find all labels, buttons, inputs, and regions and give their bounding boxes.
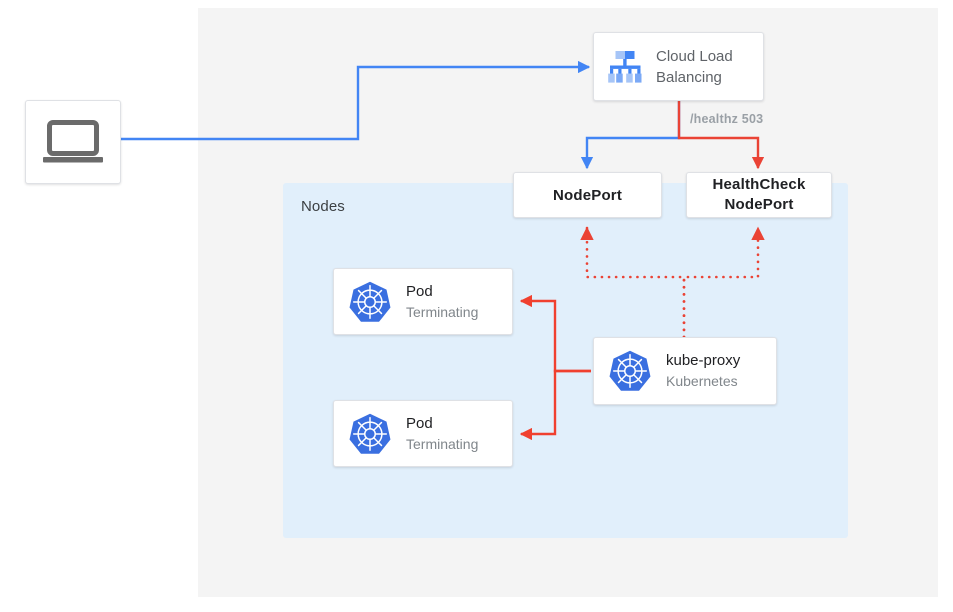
kubernetes-icon [609, 350, 651, 391]
pod-1-title: Pod [406, 282, 433, 300]
kube-proxy-subtitle: Kubernetes [666, 373, 738, 389]
cloud-load-balancing-card: Cloud Load Balancing [593, 32, 764, 101]
pod-card-2: Pod Terminating [333, 400, 513, 467]
healthcheck-nodeport-label-line1: HealthCheck [712, 176, 806, 193]
pod-1-status: Terminating [406, 303, 479, 320]
kubernetes-icon [349, 413, 391, 454]
kube-proxy-title: kube-proxy [666, 352, 741, 369]
kubernetes-icon [349, 281, 391, 322]
healthz-edge-label: /healthz 503 [690, 112, 764, 126]
pod-2-title: Pod [406, 414, 433, 432]
pod-card-1: Pod Terminating [333, 268, 513, 335]
cloud-load-balancing-icon [608, 50, 642, 83]
nodes-region-label: Nodes [301, 198, 345, 215]
pod-2-status: Terminating [406, 435, 479, 452]
cloud-load-balancing-label: Cloud Load Balancing [656, 46, 733, 88]
kube-proxy-card: kube-proxy Kubernetes [593, 337, 777, 405]
laptop-icon [43, 120, 103, 163]
nodeport-label: NodePort [552, 186, 623, 204]
healthcheck-nodeport-card: HealthCheck NodePort [686, 172, 832, 218]
clb-label-line1: Cloud Load [656, 47, 733, 65]
clb-label-line2: Balancing [656, 68, 722, 86]
client-laptop-card [25, 100, 121, 184]
healthcheck-nodeport-label-line2: NodePort [724, 196, 794, 213]
nodeport-card: NodePort [513, 172, 662, 218]
